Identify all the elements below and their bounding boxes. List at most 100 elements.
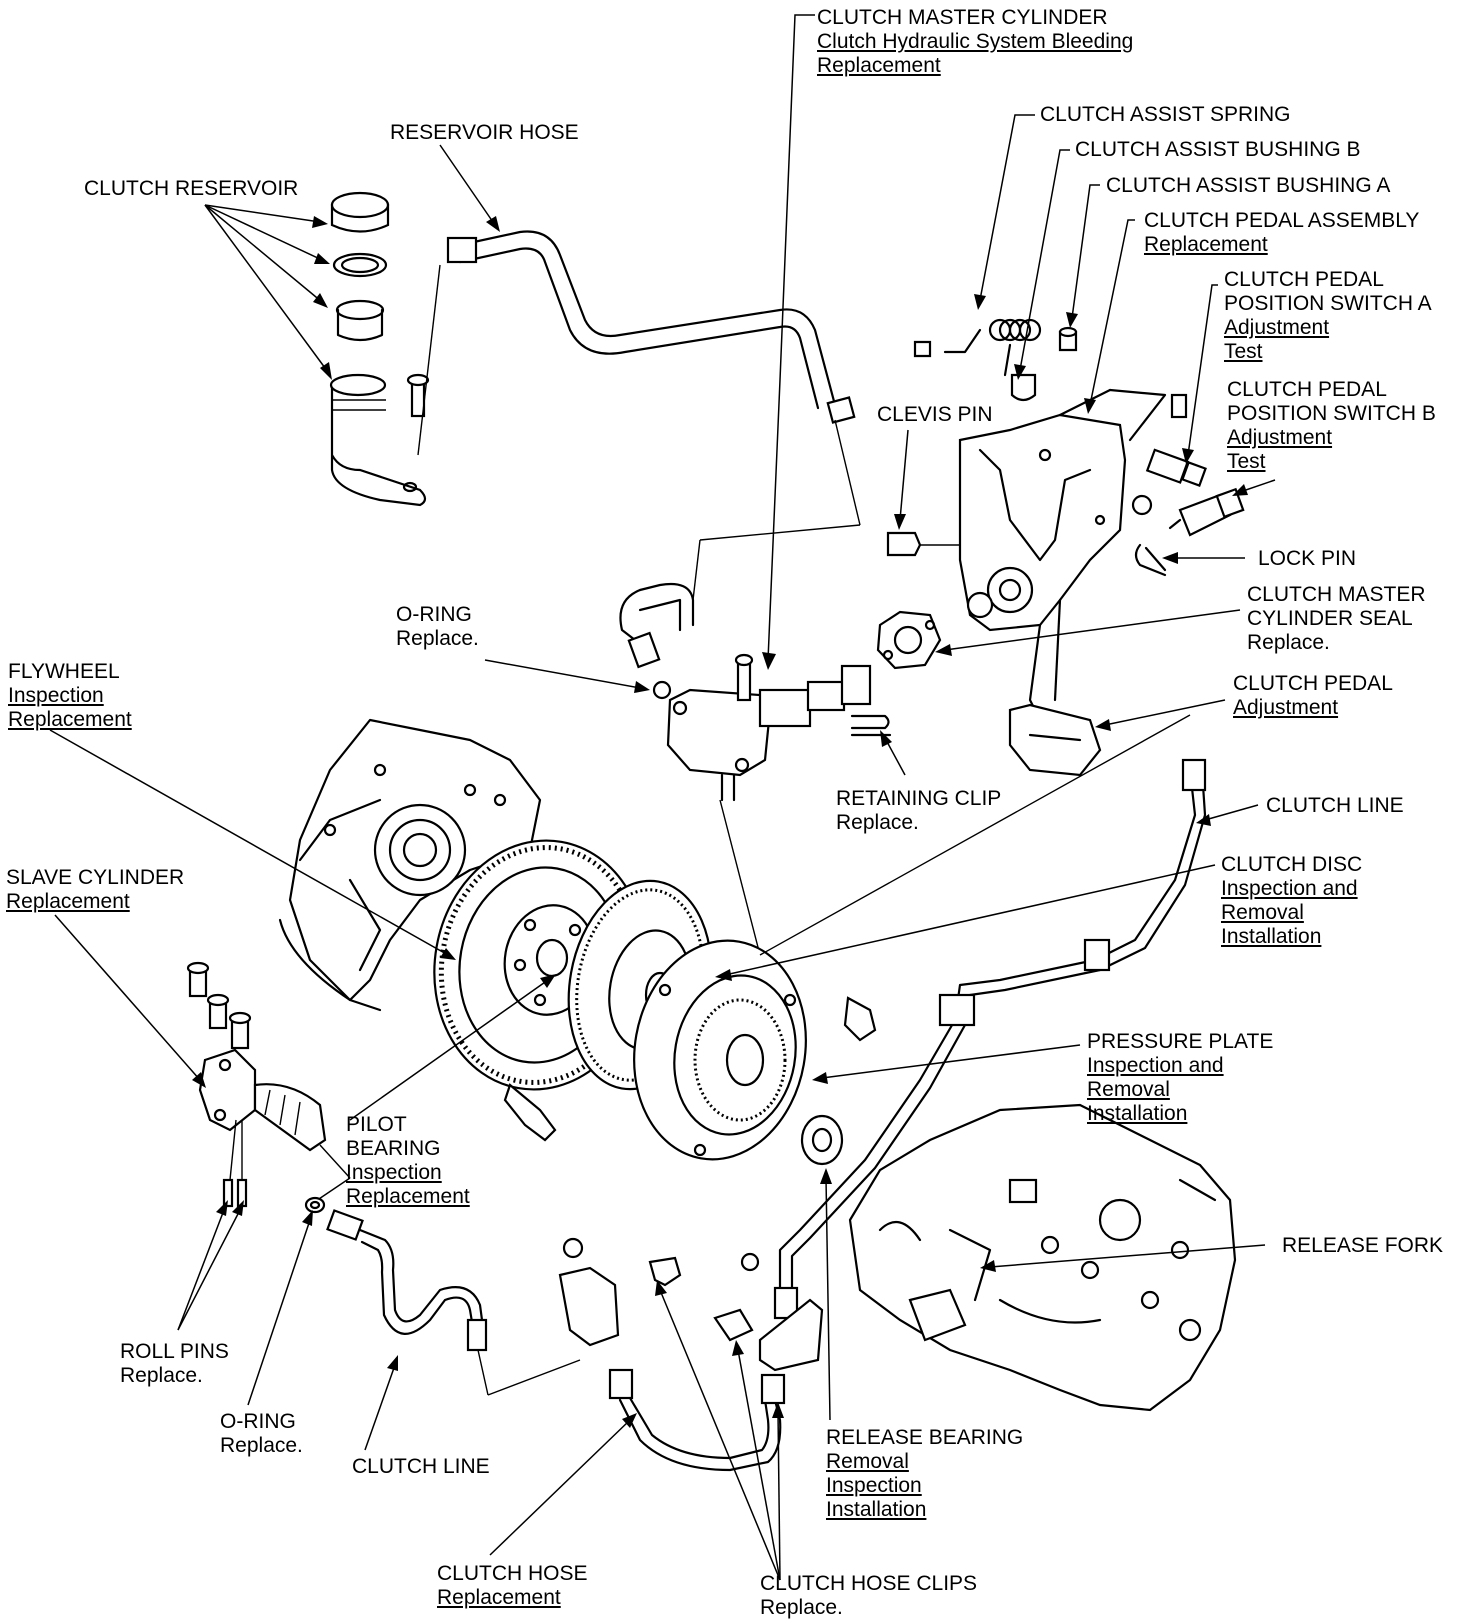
title-line-2: POSITION SWITCH B <box>1227 402 1436 425</box>
title: O-RING <box>396 603 472 626</box>
title: CLUTCH HOSE CLIPS <box>760 1572 978 1595</box>
title: CLUTCH PEDAL <box>1233 672 1393 695</box>
note: Replace. <box>220 1434 303 1457</box>
link-replacement[interactable]: Replacement <box>8 708 132 731</box>
transmission-drawing <box>848 1103 1237 1412</box>
title-line-2: POSITION SWITCH A <box>1224 292 1432 315</box>
title-line-1: PILOT <box>346 1113 407 1136</box>
title: PRESSURE PLATE <box>1087 1030 1274 1053</box>
title: CLUTCH MASTER CYLINDER <box>817 6 1108 29</box>
label-clutch-reservoir: CLUTCH RESERVOIR <box>84 177 298 201</box>
title: RETAINING CLIP <box>836 787 1002 810</box>
hose-bracket-drawing <box>558 1237 824 1372</box>
link-inspection[interactable]: Inspection <box>8 684 104 707</box>
note: Replace. <box>1247 631 1330 654</box>
link-installation[interactable]: Installation <box>1221 925 1322 948</box>
link-inspection[interactable]: Inspection and <box>1087 1054 1224 1077</box>
lock-pin-drawing <box>1131 494 1167 577</box>
clutch-hose-drawing <box>608 1368 786 1472</box>
label-pressure-plate: PRESSURE PLATE Inspection and Removal In… <box>1087 1030 1273 1126</box>
label-flywheel: FLYWHEEL Inspection Replacement <box>8 660 132 732</box>
o-ring-bottom-drawing <box>304 1196 326 1214</box>
link-test[interactable]: Test <box>1224 340 1263 363</box>
title-line-1: CLUTCH PEDAL <box>1224 268 1384 291</box>
link-installation[interactable]: Installation <box>826 1498 927 1521</box>
label-clutch-pedal-assembly: CLUTCH PEDAL ASSEMBLY Replacement <box>1144 209 1419 257</box>
label-clutch-hose-clips: CLUTCH HOSE CLIPS Replace. <box>760 1572 977 1620</box>
label-pilot-bearing: PILOT BEARING Inspection Replacement <box>346 1113 470 1209</box>
title: CLUTCH DISC <box>1221 853 1363 876</box>
note: Replace. <box>396 627 479 650</box>
label-release-fork: RELEASE FORK <box>1282 1234 1443 1258</box>
clevis-pin-drawing <box>886 531 960 557</box>
title: CLUTCH HOSE <box>437 1562 588 1585</box>
clutch-line-bottom-drawing <box>326 1209 581 1396</box>
label-clutch-pedal: CLUTCH PEDAL Adjustment <box>1233 672 1393 720</box>
label-pedal-position-switch-b: CLUTCH PEDAL POSITION SWITCH B Adjustmen… <box>1227 378 1436 474</box>
clutch-assist-spring-drawing <box>913 318 1078 402</box>
title-line-1: CLUTCH MASTER <box>1247 583 1426 606</box>
title: LOCK PIN <box>1258 547 1357 570</box>
label-clevis-pin: CLEVIS PIN <box>877 403 993 427</box>
label-release-bearing: RELEASE BEARING Removal Inspection Insta… <box>826 1426 1023 1522</box>
clutch-pedal-assembly-drawing <box>958 388 1167 777</box>
link-adjustment[interactable]: Adjustment <box>1227 426 1333 449</box>
release-bearing-drawing <box>800 1114 844 1166</box>
title: O-RING <box>220 1410 296 1433</box>
label-clutch-hose: CLUTCH HOSE Replacement <box>437 1562 588 1610</box>
slave-cylinder-drawing <box>186 961 351 1206</box>
engine-plate-drawing <box>278 718 542 1012</box>
link-removal[interactable]: Removal <box>1221 901 1304 924</box>
label-o-ring-top: O-RING Replace. <box>396 603 479 651</box>
label-clutch-assist-bushing-b: CLUTCH ASSIST BUSHING B <box>1075 138 1361 162</box>
link-replacement[interactable]: Replacement <box>6 890 130 913</box>
pressure-plate-drawing <box>503 939 877 1161</box>
title: CLUTCH RESERVOIR <box>84 177 299 200</box>
label-clutch-line-right: CLUTCH LINE <box>1266 794 1404 818</box>
master-cylinder-seal-drawing <box>876 610 942 670</box>
label-clutch-line-bottom: CLUTCH LINE <box>352 1455 490 1479</box>
link-replacement[interactable]: Replacement <box>817 54 941 77</box>
link-replacement[interactable]: Replacement <box>1144 233 1268 256</box>
roll-pins-drawing <box>222 1119 248 1208</box>
link-inspection[interactable]: Inspection <box>826 1474 922 1497</box>
pedal-position-switch-b-drawing <box>1168 487 1245 537</box>
link-replacement[interactable]: Replacement <box>346 1185 470 1208</box>
label-master-cylinder-seal: CLUTCH MASTER CYLINDER SEAL Replace. <box>1247 583 1426 655</box>
link-bleeding[interactable]: Clutch Hydraulic System Bleeding <box>817 30 1134 53</box>
title: CLUTCH PEDAL ASSEMBLY <box>1144 209 1420 232</box>
link-adjustment[interactable]: Adjustment <box>1233 696 1339 719</box>
link-replacement[interactable]: Replacement <box>437 1586 561 1609</box>
reservoir-hose-drawing <box>446 230 861 541</box>
clutch-line-right-drawing <box>773 758 1207 1320</box>
link-removal[interactable]: Removal <box>1087 1078 1170 1101</box>
clutch-reservoir-drawing <box>329 191 441 507</box>
label-o-ring-bottom: O-RING Replace. <box>220 1410 303 1458</box>
title: CLEVIS PIN <box>877 403 993 426</box>
note: Replace. <box>760 1596 843 1619</box>
link-inspection[interactable]: Inspection <box>346 1161 442 1184</box>
title: CLUTCH ASSIST BUSHING B <box>1075 138 1361 161</box>
link-installation[interactable]: Installation <box>1087 1102 1188 1125</box>
title-line-2: CYLINDER SEAL <box>1247 607 1413 630</box>
label-reservoir-hose: RESERVOIR HOSE <box>390 121 579 145</box>
pedal-position-switch-a-drawing <box>1145 393 1207 487</box>
link-adjustment[interactable]: Adjustment <box>1224 316 1330 339</box>
label-pedal-position-switch-a: CLUTCH PEDAL POSITION SWITCH A Adjustmen… <box>1224 268 1432 364</box>
title: RELEASE FORK <box>1282 1234 1444 1257</box>
title: RELEASE BEARING <box>826 1426 1024 1449</box>
title: FLYWHEEL <box>8 660 120 683</box>
retaining-clip-drawing <box>850 714 892 737</box>
label-roll-pins: ROLL PINS Replace. <box>120 1340 229 1388</box>
label-clutch-disc: CLUTCH DISC Inspection and Removal Insta… <box>1221 853 1362 949</box>
title: ROLL PINS <box>120 1340 229 1363</box>
note: Replace. <box>836 811 919 834</box>
link-inspection[interactable]: Inspection and <box>1221 877 1358 900</box>
title: CLUTCH ASSIST BUSHING A <box>1106 174 1391 197</box>
title-line-1: CLUTCH PEDAL <box>1227 378 1387 401</box>
link-test[interactable]: Test <box>1227 450 1266 473</box>
title: CLUTCH LINE <box>352 1455 490 1478</box>
title: CLUTCH LINE <box>1266 794 1404 817</box>
link-removal[interactable]: Removal <box>826 1450 909 1473</box>
